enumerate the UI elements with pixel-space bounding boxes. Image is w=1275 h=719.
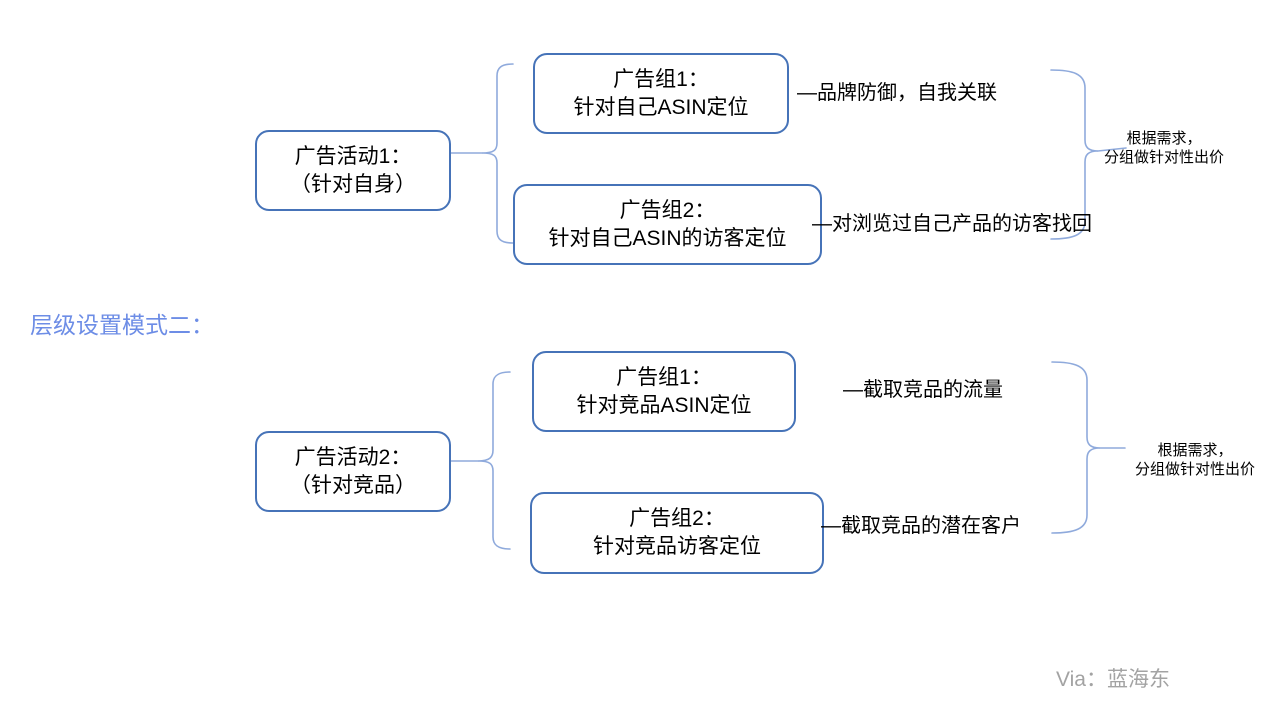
campaign2-box: 广告活动2： （针对竞品） [255,431,451,512]
brace-note-section2: 根据需求， 分组做针对性出价 [1125,441,1265,479]
adgroup2-title: 广告组2： [629,507,725,530]
brace-note-line2: 分组做针对性出价 [1134,461,1255,478]
adgroup1-box-section1: 广告组1： 针对自己ASIN定位 [533,53,789,134]
brace-note-section1: 根据需求， 分组做针对性出价 [1094,129,1234,167]
right-brace-section2 [1051,361,1101,534]
campaign2-subtitle: （针对竞品） [290,473,416,497]
adgroup2-annotation-section1: —对浏览过自己产品的访客找回 [812,213,1092,235]
adgroup2-title: 广告组2： [619,198,716,222]
campaign1-subtitle: （针对自身） [290,172,416,196]
adgroup1-annotation-section1: —品牌防御，自我关联 [797,82,997,104]
adgroup2-box-section1: 广告组2： 针对自己ASIN的访客定位 [513,184,822,265]
adgroup2-annotation-section2: —截取竞品的潜在客户 [821,515,1021,537]
brace-note-line2: 分组做针对性出价 [1103,149,1224,166]
campaign2-title: 广告活动2： [294,445,412,469]
right-brace-tail-section1 [1097,147,1127,152]
adgroup1-box-section2: 广告组1： 针对竞品ASIN定位 [532,351,796,432]
adgroup1-title: 广告组1： [616,365,712,389]
campaign1-title: 广告活动1： [294,144,412,168]
page-title: 层级设置模式二： [30,312,214,338]
left-brace-section1 [481,63,514,244]
adgroup1-subtitle: 针对竞品ASIN定位 [576,393,752,417]
brace-note-line1: 根据需求， [1157,442,1233,459]
adgroup1-subtitle: 针对自己ASIN定位 [573,95,749,119]
adgroup1-annotation-section2: —截取竞品的流量 [843,379,1003,401]
adgroup2-subtitle: 针对自己ASIN的访客定位 [548,226,787,250]
adgroup2-subtitle: 针对竞品访客定位 [593,535,761,558]
adgroup1-title: 广告组1： [613,67,709,91]
left-brace-section2 [477,371,511,550]
watermark-credit: Via：蓝海东 [1056,668,1170,691]
brace-note-line1: 根据需求， [1126,130,1202,147]
campaign1-box: 广告活动1： （针对自身） [255,130,451,211]
adgroup2-box-section2: 广告组2： 针对竞品访客定位 [530,492,824,574]
